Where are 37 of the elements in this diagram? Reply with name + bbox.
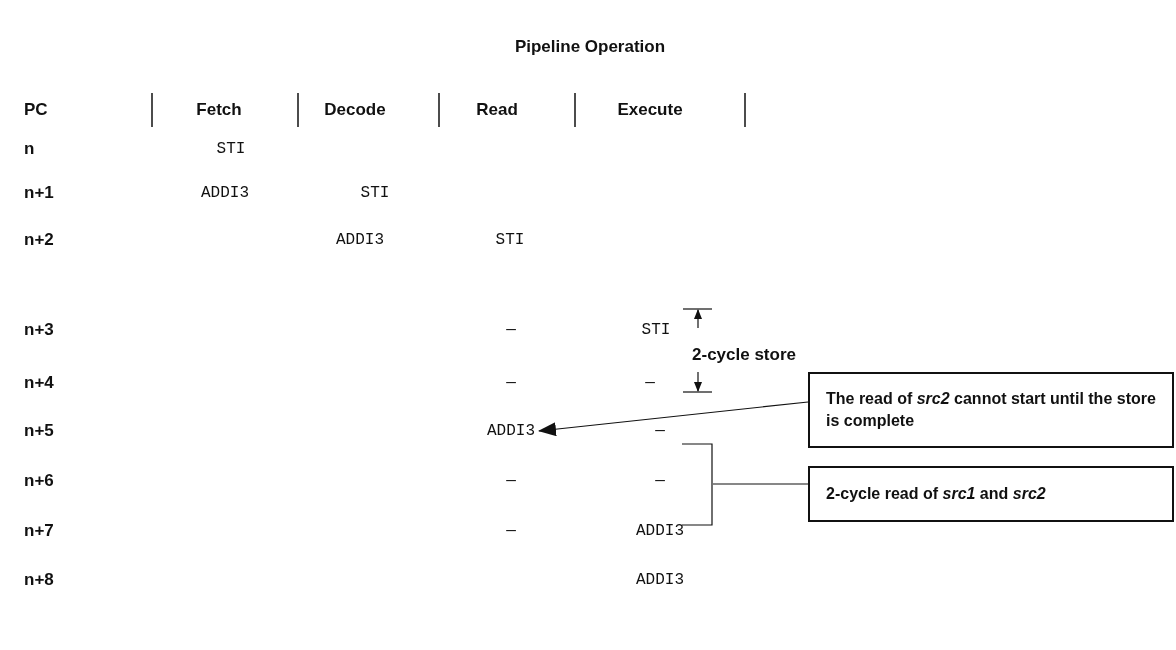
table-cell: STI <box>641 320 671 340</box>
row-label: n+1 <box>24 183 54 203</box>
table-cell: — <box>506 471 516 491</box>
table-cell: ADDI3 <box>336 230 384 250</box>
callout-box: 2-cycle read of src1 and src2 <box>808 466 1174 522</box>
table-cell: — <box>655 471 665 491</box>
row-label: n+7 <box>24 521 54 541</box>
column-header: Decode <box>324 100 386 120</box>
row-label: n+2 <box>24 230 54 250</box>
bracket <box>681 443 713 526</box>
table-cell: — <box>506 320 516 340</box>
column-header: Execute <box>617 100 683 120</box>
row-label: n+8 <box>24 570 54 590</box>
table-cell: — <box>655 421 665 441</box>
column-header: Fetch <box>196 100 242 120</box>
table-cell: — <box>506 373 516 393</box>
table-cell: STI <box>216 139 246 159</box>
arrow <box>538 401 809 437</box>
dimension-label: 2-cycle store <box>692 345 796 365</box>
row-label: n+3 <box>24 320 54 340</box>
callout-box: The read of src2 cannot start until the store is complete <box>808 372 1174 448</box>
table-cell: ADDI3 <box>487 421 535 441</box>
table-cell: — <box>506 521 516 541</box>
table-cell: ADDI3 <box>636 521 684 541</box>
column-header: Read <box>476 100 518 120</box>
table-cell: STI <box>360 183 390 203</box>
row-label: n+5 <box>24 421 54 441</box>
leader-line <box>712 483 809 485</box>
diagram-title: Pipeline Operation <box>514 37 666 57</box>
row-label: n+6 <box>24 471 54 491</box>
table-cell: ADDI3 <box>636 570 684 590</box>
table-cell: ADDI3 <box>201 183 249 203</box>
table-cell: — <box>645 373 655 393</box>
row-label: n <box>24 139 35 159</box>
row-label: n+4 <box>24 373 54 393</box>
column-header: PC <box>24 100 48 120</box>
table-cell: STI <box>495 230 525 250</box>
